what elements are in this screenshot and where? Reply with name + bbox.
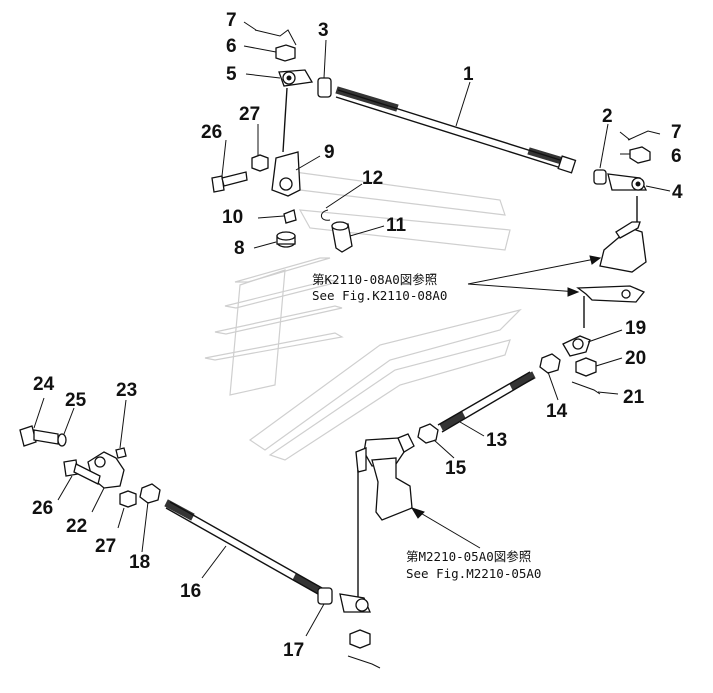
ref-m2210-line1: 第M2210-05A0図参照 [406,549,531,564]
bolt-26-top [211,171,248,193]
bracket-m2210 [355,433,415,600]
part-number-23: 23 [116,380,137,401]
lever-9 [271,151,301,197]
nut-18 [139,483,161,504]
rod-1 [335,86,571,168]
nut-6-left [275,44,296,62]
pin-11 [331,221,353,253]
part-number-7-right: 7 [671,122,682,143]
leader-lines [33,21,671,637]
part-number-12: 12 [362,168,383,189]
nut-17 [317,587,333,605]
washer-25 [57,433,67,447]
pin-21 [571,381,601,395]
nut-27-bottom [119,490,137,508]
bolt-26-bottom [63,459,101,485]
part-number-16: 16 [180,581,201,602]
part-number-24: 24 [33,374,55,395]
part-number-6-left: 6 [226,36,237,57]
pin-10 [283,209,297,224]
part-number-6-right: 6 [671,146,682,167]
part-number-15: 15 [445,458,467,479]
part-number-27-top: 27 [239,104,260,125]
part-number-19: 19 [625,318,646,339]
pedal-k2110 [599,221,647,273]
part-number-20: 20 [625,348,646,369]
komatsu-watermark [204,169,522,461]
ref-m2210-line2: See Fig.M2210-05A0 [406,566,541,581]
rod-end-4 [607,173,648,222]
part-number-3: 3 [318,20,329,41]
rod-end-5 [278,69,314,153]
rod-end-19 [562,335,591,357]
part-number-5: 5 [226,64,237,85]
part-number-17: 17 [283,640,304,661]
part-number-2: 2 [602,106,613,127]
ring-12 [321,209,331,221]
nut-20 [575,357,597,377]
pin-7-right [627,130,661,141]
pin-bottom [347,655,381,669]
part-number-13: 13 [486,430,507,451]
part-number-18: 18 [129,552,150,573]
pin-7-left [254,29,297,46]
pin-23 [115,447,127,459]
part-number-labels: 1 2 3 4 5 6 6 7 7 8 9 10 11 12 13 14 15 … [32,10,683,661]
part-number-10: 10 [222,207,243,228]
ref-k2110-line2: See Fig.K2110-08A0 [312,288,447,303]
nut-6-right [629,146,651,164]
part-number-26-bottom: 26 [32,498,53,519]
part-number-22: 22 [66,516,87,537]
nut-3 [317,77,332,98]
rod-16 [164,499,323,595]
rod-13 [437,371,536,433]
part-number-9: 9 [324,142,335,163]
part-number-27-bottom: 27 [95,536,116,557]
nut-bottom [349,629,371,649]
rod-end-17 [339,593,371,613]
part-number-4: 4 [672,182,683,203]
part-number-1: 1 [463,64,474,85]
part-number-8: 8 [234,238,245,259]
part-number-21: 21 [623,387,645,408]
nut-2 [557,155,607,185]
nut-15 [417,423,439,444]
part-number-26-top: 26 [201,122,222,143]
part-number-14: 14 [546,401,568,422]
bolt-24 [19,425,59,447]
ref-k2110-arrows [467,255,602,297]
nut-27-top [251,154,269,172]
part-number-7-left: 7 [226,10,237,31]
ref-k2110-line1: 第K2110-08A0図参照 [312,272,437,287]
part-number-11: 11 [386,215,407,236]
ref-m2210-arrow [410,507,481,549]
arm-19-lever [576,285,646,328]
nut-14 [539,353,561,374]
part-number-25: 25 [65,390,87,411]
bushing-8 [276,231,296,248]
